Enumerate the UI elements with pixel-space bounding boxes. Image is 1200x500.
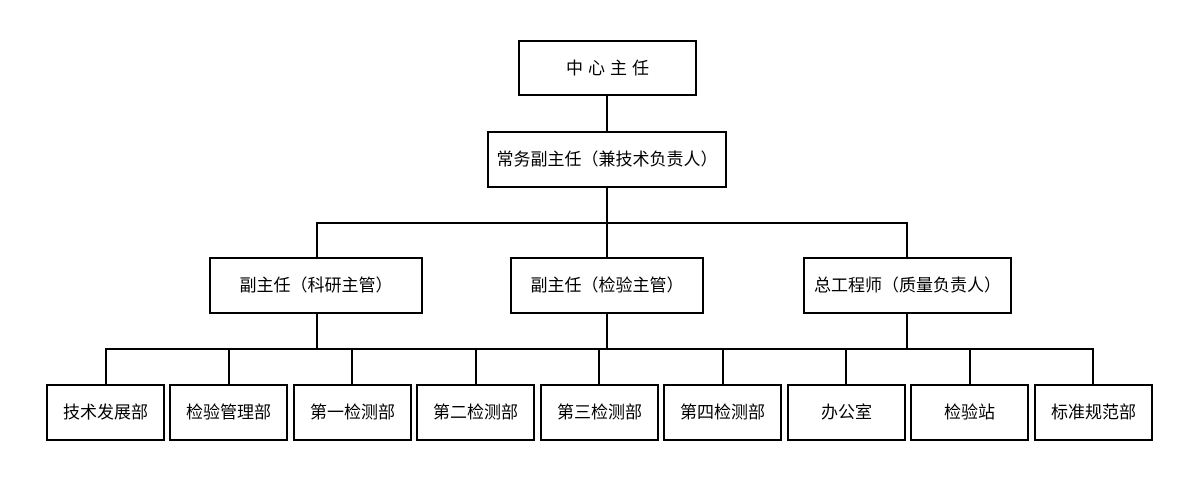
org-node-deputy-director-inspection: 副主任（检验主管）	[510, 257, 704, 314]
org-node-executive-deputy-director: 常务副主任（兼技术负责人）	[487, 131, 727, 188]
org-node-inspection-station: 检验站	[910, 384, 1029, 441]
connector-bus1	[316, 222, 908, 224]
org-node-testing-dept-4: 第四检测部	[663, 384, 782, 441]
org-node-label: 检验站	[944, 403, 995, 422]
connector-l3c-bus2	[906, 314, 908, 350]
org-node-label: 总工程师（质量负责人）	[814, 276, 1001, 295]
org-node-label: 检验管理部	[186, 403, 271, 422]
org-node-testing-dept-2: 第二检测部	[416, 384, 535, 441]
org-node-label: 第一检测部	[310, 403, 395, 422]
connector-bus2-dept5	[598, 348, 600, 384]
org-node-deputy-director-research: 副主任（科研主管）	[209, 257, 423, 314]
connector-l3b-bus2	[606, 314, 608, 350]
org-node-standards-dept: 标准规范部	[1034, 384, 1153, 441]
connector-l3a-bus2	[316, 314, 318, 350]
org-node-label: 第四检测部	[680, 403, 765, 422]
connector-bus2-dept3	[351, 348, 353, 384]
connector-bus2-dept8	[969, 348, 971, 384]
connector-bus2-dept4	[475, 348, 477, 384]
connector-bus2-dept6	[722, 348, 724, 384]
connector-bus1-l3a	[316, 222, 318, 257]
org-node-label: 办公室	[821, 403, 872, 422]
org-node-label: 第二检测部	[433, 403, 518, 422]
org-node-label: 副主任（检验主管）	[530, 276, 684, 295]
org-node-label: 技术发展部	[63, 403, 148, 422]
org-node-label: 中心主任	[566, 58, 654, 78]
connector-bus2-dept9	[1092, 348, 1094, 384]
connector-l1-l2	[606, 96, 608, 131]
org-node-inspection-management-dept: 检验管理部	[169, 384, 288, 441]
org-node-center-director: 中心主任	[518, 40, 697, 96]
org-node-label: 标准规范部	[1051, 403, 1136, 422]
org-node-tech-development-dept: 技术发展部	[46, 384, 165, 441]
org-node-label: 第三检测部	[557, 403, 642, 422]
connector-bus2-dept2	[228, 348, 230, 384]
connector-l2-bus1	[606, 188, 608, 224]
connector-bus1-l3c	[906, 222, 908, 257]
connector-bus1-l3b	[606, 222, 608, 257]
org-node-chief-engineer-quality: 总工程师（质量负责人）	[803, 257, 1012, 314]
org-node-testing-dept-1: 第一检测部	[293, 384, 412, 441]
org-node-office: 办公室	[787, 384, 906, 441]
connector-bus2-dept1	[105, 348, 107, 384]
connector-bus2-dept7	[845, 348, 847, 384]
org-node-label: 副主任（科研主管）	[239, 276, 393, 295]
org-node-testing-dept-3: 第三检测部	[540, 384, 659, 441]
org-node-label: 常务副主任（兼技术负责人）	[496, 150, 718, 169]
